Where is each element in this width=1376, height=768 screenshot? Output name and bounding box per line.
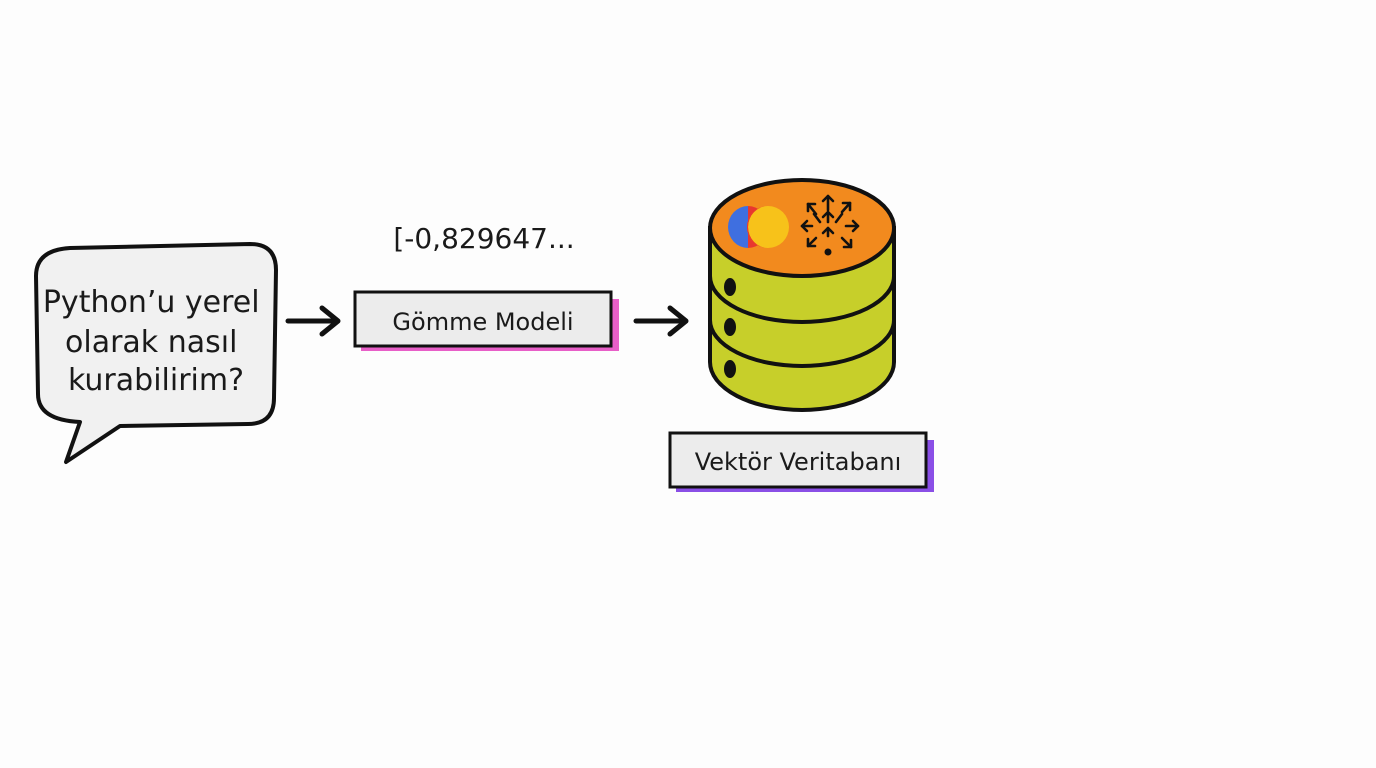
query-line-2: olarak nasıl — [65, 325, 237, 360]
embedding-model-box: Gömme Modeli — [353, 290, 619, 351]
vector-point-icon — [824, 248, 832, 256]
arrow-to-database-icon — [633, 305, 689, 337]
vector-database-label-box: Vektör Veritabanı — [668, 431, 934, 492]
ai-logo-icon — [728, 206, 789, 248]
arrow-to-embedding-icon — [285, 305, 341, 337]
embedding-model-label: Gömme Modeli — [392, 308, 573, 336]
disk-indicator-icon — [724, 278, 736, 296]
query-line-1: Python’u yerel — [43, 285, 260, 320]
query-speech-bubble: Python’u yerel olarak nasıl kurabilirim? — [34, 242, 278, 464]
vector-readout: [-0,829647... — [393, 222, 574, 255]
disk-indicator-icon — [724, 360, 736, 378]
disk-indicator-icon — [724, 318, 736, 336]
speech-bubble-shape — [34, 242, 278, 464]
vector-database-icon — [708, 178, 896, 412]
query-text: Python’u yerel olarak nasıl kurabilirim? — [43, 285, 269, 398]
vector-database-label: Vektör Veritabanı — [695, 448, 902, 476]
query-line-3: kurabilirim? — [68, 363, 244, 398]
embedding-box-body — [353, 290, 613, 348]
vector-cluster-icon — [800, 194, 860, 249]
database-body — [708, 226, 896, 412]
database-label-body — [668, 431, 928, 489]
